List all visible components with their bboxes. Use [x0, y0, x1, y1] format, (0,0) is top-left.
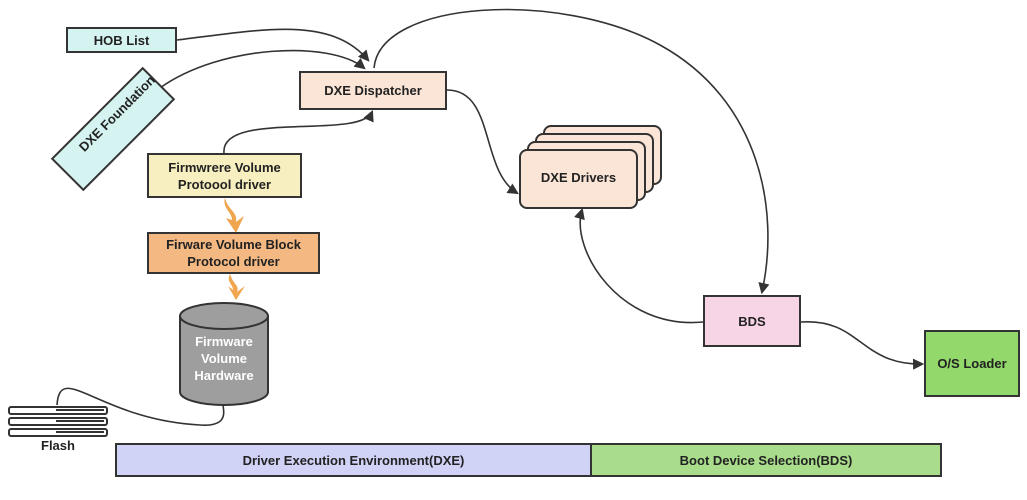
bds-phase-band: Boot Device Selection(BDS): [590, 443, 942, 477]
fv-protocol-driver-node: Firmwrere Volume Protoool driver: [147, 153, 302, 198]
edge-foundation-to-dispatcher: [159, 49, 366, 89]
edge-bds-to-drivers: [574, 207, 704, 324]
edge-hob-to-dispatcher: [176, 28, 370, 62]
fvb-protocol-driver-node: Firware Volume Block Protocol driver: [147, 232, 320, 274]
hob-list-node: HOB List: [66, 27, 177, 53]
firmware-volume-hardware-node: [179, 302, 269, 406]
flash-icon: [8, 406, 108, 437]
orange-arrow-fvb-to-hardware: [228, 274, 245, 300]
edge-bds-to-osloader: [800, 321, 925, 370]
dxe-phase-band: Driver Execution Environment(DXE): [115, 443, 592, 477]
firmware-volume-hardware-label: Firmware Volume Hardware: [194, 334, 254, 383]
bds-node: BDS: [703, 295, 801, 347]
flash-label: Flash: [41, 438, 75, 453]
dxe-drivers-label: DXE Drivers: [540, 170, 617, 185]
dxe-foundation-node: [50, 66, 176, 192]
os-loader-node: O/S Loader: [924, 330, 1020, 397]
dxe-drivers-node: [519, 125, 662, 209]
orange-arrow-fv-to-fvb: [224, 198, 244, 233]
edge-dispatcher-to-bds: [373, 8, 770, 295]
edge-flash-to-hardware: [56, 387, 225, 426]
edge-fv-to-dispatcher: [223, 109, 374, 154]
edge-dispatcher-to-drivers: [446, 89, 519, 195]
dxe-dispatcher-node: DXE Dispatcher: [299, 71, 447, 110]
